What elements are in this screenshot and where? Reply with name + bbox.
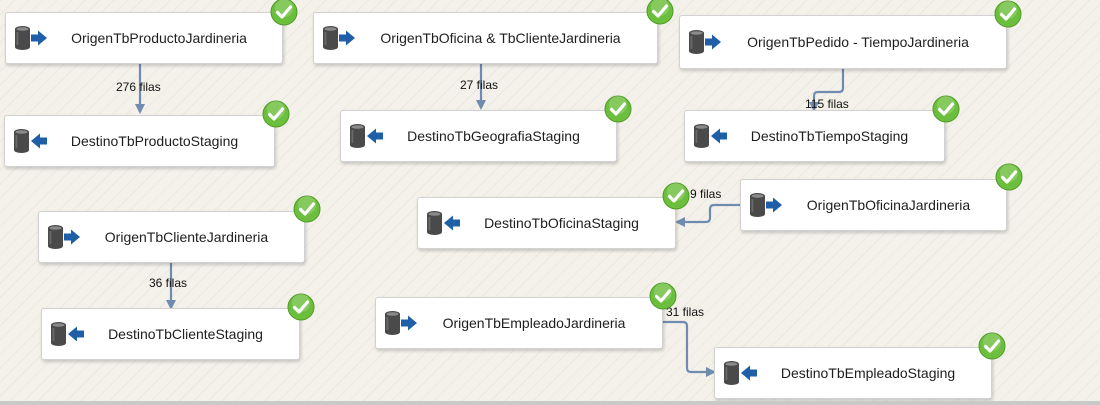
rowcount-geografia: 27 filas — [460, 78, 499, 92]
destino-empleado-node[interactable]: DestinoTbEmpleadoStaging — [714, 347, 992, 399]
success-check-icon — [995, 163, 1023, 191]
database-destination-icon — [426, 209, 462, 237]
origen-empleado-node[interactable]: OrigenTbEmpleadoJardineria — [375, 297, 663, 349]
horizontal-scrollbar[interactable] — [0, 401, 1100, 405]
success-check-icon — [994, 0, 1022, 28]
origen-producto-label: OrigenTbProductoJardineria — [71, 30, 247, 46]
destino-geografia-node[interactable]: DestinoTbGeografiaStaging — [340, 110, 617, 162]
success-check-icon — [262, 100, 290, 128]
destino-tiempo-node[interactable]: DestinoTbTiempoStaging — [684, 110, 945, 162]
destino-cliente-label: DestinoTbClienteStaging — [108, 326, 263, 342]
destino-oficina-label: DestinoTbOficinaStaging — [484, 215, 639, 231]
rowcount-cliente: 36 filas — [149, 276, 188, 290]
destino-empleado-label: DestinoTbEmpleadoStaging — [780, 365, 956, 381]
destino-producto-node[interactable]: DestinoTbProductoStaging — [4, 115, 275, 167]
origen-pedido-node[interactable]: OrigenTbPedido - TiempoJardineria — [679, 15, 1007, 69]
database-source-icon — [47, 223, 83, 251]
database-destination-icon — [50, 320, 86, 348]
origen-cliente-label: OrigenTbClienteJardineria — [104, 229, 269, 245]
success-check-icon — [287, 293, 315, 321]
rowcount-tiempo: 115 filas — [805, 97, 849, 111]
origen-producto-node[interactable]: OrigenTbProductoJardineria — [5, 12, 283, 64]
database-source-icon — [749, 191, 785, 219]
connector-empleado — [663, 320, 716, 377]
origen-oficina-node[interactable]: OrigenTbOficinaJardineria — [740, 179, 1007, 231]
rowcount-empleado: 31 filas — [666, 305, 705, 319]
database-source-icon — [322, 24, 358, 52]
destino-producto-label: DestinoTbProductoStaging — [70, 133, 239, 149]
destino-cliente-node[interactable]: DestinoTbClienteStaging — [41, 308, 300, 360]
success-check-icon — [662, 182, 690, 210]
rowcount-producto: 276 filas — [116, 80, 161, 94]
origen-oficina-cliente-label: OrigenTbOficina & TbClienteJardineria — [380, 30, 621, 46]
database-source-icon — [14, 24, 50, 52]
rowcount-oficina: 9 filas — [690, 187, 722, 201]
success-check-icon — [978, 332, 1006, 360]
database-destination-icon — [693, 122, 729, 150]
destino-oficina-node[interactable]: DestinoTbOficinaStaging — [417, 197, 676, 249]
database-source-icon — [688, 28, 724, 56]
success-check-icon — [293, 195, 321, 223]
destino-geografia-label: DestinoTbGeografiaStaging — [407, 128, 580, 144]
database-destination-icon — [723, 359, 759, 387]
database-destination-icon — [349, 122, 385, 150]
origen-oficina-label: OrigenTbOficinaJardineria — [806, 197, 971, 213]
success-check-icon — [270, 0, 298, 26]
origen-pedido-label: OrigenTbPedido - TiempoJardineria — [747, 34, 969, 50]
database-destination-icon — [13, 127, 49, 155]
database-source-icon — [384, 309, 420, 337]
success-check-icon — [604, 95, 632, 123]
success-check-icon — [932, 95, 960, 123]
success-check-icon — [649, 282, 677, 310]
success-check-icon — [646, 0, 674, 25]
destino-tiempo-label: DestinoTbTiempoStaging — [750, 128, 909, 144]
origen-oficina-cliente-node[interactable]: OrigenTbOficina & TbClienteJardineria — [313, 12, 658, 64]
origen-empleado-label: OrigenTbEmpleadoJardineria — [442, 315, 626, 331]
origen-cliente-node[interactable]: OrigenTbClienteJardineria — [38, 211, 305, 263]
